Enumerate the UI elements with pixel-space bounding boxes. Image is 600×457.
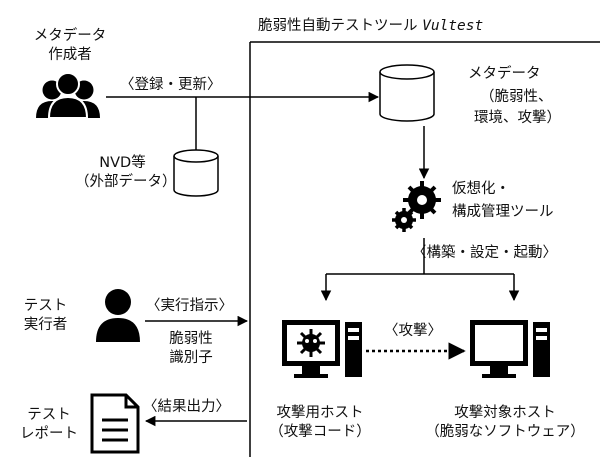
author-label: メタデータ 作成者 [33, 28, 107, 63]
attack-label: 〈攻撃〉 [384, 323, 442, 339]
user-icon [96, 289, 140, 342]
attacker-host-label: 攻撃用ホスト （攻撃コード） [269, 405, 371, 440]
attacker-host-icon [282, 320, 362, 378]
build-arrows [320, 238, 520, 302]
executor-label: テスト 実行者 [23, 298, 68, 333]
tool-label-1: 仮想化・ [452, 181, 510, 197]
instruct-label: 〈実行指示〉 [146, 298, 233, 314]
metadata-detail-2: 環境、攻撃） [474, 110, 561, 126]
metadata-database-icon [379, 64, 435, 122]
register-label: 〈登録・更新〉 [120, 77, 222, 93]
users-group-icon [36, 72, 100, 119]
target-host-icon [470, 320, 550, 378]
nvd-label: NVD等 （外部データ） [75, 155, 177, 190]
output-label: 〈結果出力〉 [143, 399, 230, 415]
report-label: テスト レポート [20, 407, 78, 442]
gears-icon [392, 181, 441, 232]
build-label: 〈構築・設定・起動〉 [412, 245, 557, 261]
tool-label-2: 構成管理ツール [452, 204, 554, 220]
vuln-id-label: 脆弱性 識別子 [169, 331, 213, 366]
metadata-label: メタデータ [468, 66, 541, 82]
system-title: 脆弱性自動テストツール Vultest [258, 18, 484, 34]
target-host-label: 攻撃対象ホスト （脆弱なソフトウェア） [425, 405, 585, 440]
system-boundary [249, 41, 600, 457]
nvd-database-icon [173, 149, 219, 197]
metadata-detail-1: （脆弱性、 [480, 89, 553, 105]
report-document-icon [90, 393, 140, 454]
